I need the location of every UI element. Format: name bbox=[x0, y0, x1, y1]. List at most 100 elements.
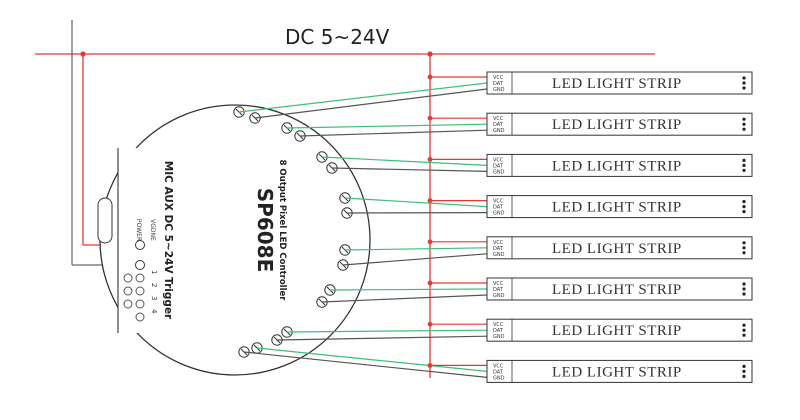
power-bus: DC 5~24V bbox=[35, 20, 655, 378]
data-wire bbox=[329, 288, 488, 291]
controller-unit: SP608E 8 Output Pixel LED Controller MIC… bbox=[97, 104, 371, 376]
junction-dot-bus bbox=[427, 51, 433, 57]
port-label: VGDNE bbox=[149, 219, 156, 241]
strip-pin-label: VCC bbox=[493, 157, 504, 163]
strip-end-dot bbox=[742, 122, 746, 126]
controller-subtitle: 8 Output Pixel LED Controller bbox=[277, 160, 287, 302]
trigger-port-4 bbox=[135, 312, 145, 322]
strip-pin-label: VCC bbox=[493, 322, 504, 328]
strip-pin-label: GND bbox=[493, 375, 505, 381]
strip-end-dot bbox=[742, 369, 746, 373]
trigger-port-2 bbox=[135, 286, 145, 296]
strip-pin-label: DAT bbox=[493, 205, 504, 211]
strip-end-dot bbox=[742, 374, 746, 378]
power-connector-slot bbox=[97, 197, 113, 244]
strip-pin-label: GND bbox=[493, 334, 505, 340]
junction-dot bbox=[427, 74, 433, 80]
strip-pin-label: VCC bbox=[493, 199, 504, 205]
strip-pin-label: GND bbox=[493, 211, 505, 217]
strip-end-dot bbox=[742, 328, 746, 332]
strip-pin-label: VCC bbox=[493, 240, 504, 246]
data-wire bbox=[286, 123, 488, 129]
data-wire bbox=[286, 329, 488, 333]
strip-end-dot bbox=[742, 76, 746, 80]
strip-label: LED LIGHT STRIP bbox=[552, 241, 682, 257]
strip-outline bbox=[486, 318, 753, 342]
strip-pin-label: DAT bbox=[493, 163, 504, 169]
strip-pin-label: GND bbox=[493, 293, 505, 299]
strip-pin-label: GND bbox=[493, 169, 505, 175]
strip-end-dot bbox=[742, 282, 746, 286]
strip-label: LED LIGHT STRIP bbox=[552, 117, 682, 133]
junction-dot bbox=[427, 198, 433, 204]
strip-end-dot bbox=[742, 241, 746, 245]
controller-model: SP608E bbox=[253, 188, 277, 272]
data-wire bbox=[256, 347, 488, 372]
supply-voltage-label: DC 5~24V bbox=[285, 25, 390, 49]
strip-end-dot bbox=[742, 333, 746, 337]
junction-dot bbox=[427, 280, 433, 286]
junction-dot bbox=[427, 157, 433, 162]
strip-label: LED LIGHT STRIP bbox=[552, 364, 682, 380]
data-wire bbox=[321, 156, 488, 166]
strip-label: LED LIGHT STRIP bbox=[552, 76, 682, 92]
power-label: POWER bbox=[135, 219, 142, 241]
port-number-2: 2 bbox=[150, 283, 158, 287]
strip-outline bbox=[486, 153, 753, 177]
data-wire bbox=[238, 82, 488, 113]
strip-end-dot bbox=[742, 323, 746, 327]
strip-end-dot bbox=[742, 117, 746, 121]
strip-outline bbox=[486, 236, 753, 260]
strip-pin-label: GND bbox=[493, 128, 505, 134]
strip-label: LED LIGHT STRIP bbox=[552, 323, 682, 339]
strip-outline bbox=[486, 277, 753, 301]
strip-end-dot bbox=[742, 81, 746, 85]
strip-end-dot bbox=[742, 158, 746, 162]
strip-end-dot bbox=[742, 210, 746, 214]
strip-end-dot bbox=[742, 163, 746, 167]
power-screw-2 bbox=[135, 260, 145, 270]
strip-pin-label: DAT bbox=[493, 369, 504, 375]
strip-outline bbox=[486, 112, 753, 136]
port-number-4: 4 bbox=[150, 309, 158, 314]
strip-outline bbox=[486, 71, 753, 95]
strip-label: LED LIGHT STRIP bbox=[552, 282, 682, 298]
strip-end-dot bbox=[742, 127, 746, 131]
strip-end-dot bbox=[742, 287, 746, 291]
strip-pin-label: DAT bbox=[493, 122, 504, 128]
port-number-1: 1 bbox=[150, 270, 158, 274]
strip-end-dot bbox=[742, 200, 746, 204]
trigger-port-6 bbox=[123, 286, 133, 296]
strip-label: LED LIGHT STRIP bbox=[552, 200, 682, 216]
strip-end-dot bbox=[742, 364, 746, 368]
port-number-3: 3 bbox=[150, 296, 158, 300]
strip-pin-label: DAT bbox=[493, 328, 504, 334]
ground-wire bbox=[276, 335, 488, 341]
junction-dot bbox=[427, 239, 433, 245]
strip-outline bbox=[486, 359, 753, 383]
ground-wire bbox=[342, 253, 488, 266]
ground-wire bbox=[254, 88, 488, 119]
trigger-port-numbers: 1 2 3 4 bbox=[150, 270, 158, 314]
junction-dot bbox=[427, 363, 433, 368]
strip-pin-label: VCC bbox=[493, 116, 504, 122]
strip-pin-label: GND bbox=[493, 87, 505, 93]
strip-pin-label: DAT bbox=[493, 246, 504, 252]
trigger-panel: MIC AUX DC 5~24V Trigger POWER VGDNE bbox=[135, 161, 174, 320]
power-screw-1 bbox=[135, 240, 145, 250]
strip-outline bbox=[486, 195, 753, 219]
strip-pin-label: DAT bbox=[493, 287, 504, 293]
trigger-label: MIC AUX DC 5~24V Trigger bbox=[162, 161, 174, 320]
ground-wire bbox=[243, 351, 488, 378]
strip-pin-label: VCC bbox=[493, 363, 504, 369]
strip-end-dot bbox=[742, 86, 746, 90]
strip-end-dot bbox=[742, 205, 746, 209]
trigger-port-5 bbox=[123, 273, 133, 283]
